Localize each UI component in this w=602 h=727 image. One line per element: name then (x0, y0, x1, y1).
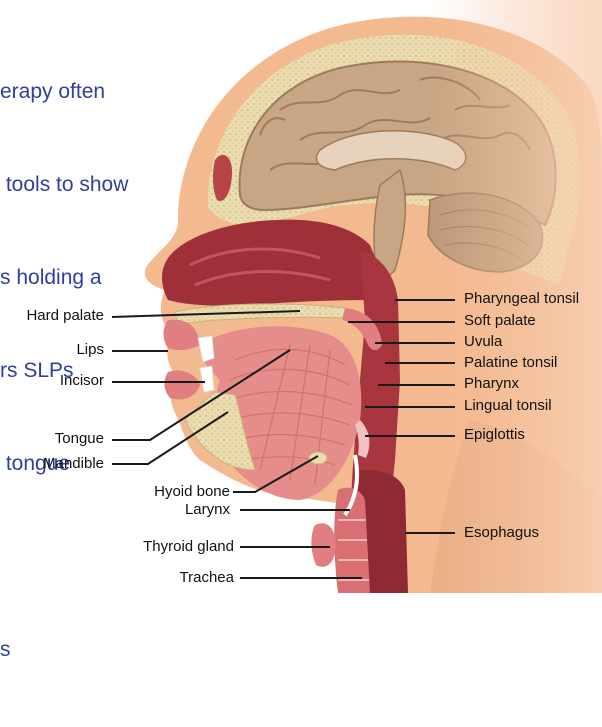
label-hard-palate: Hard palate (0, 307, 104, 325)
bg-text-line: s (0, 634, 200, 665)
label-trachea: Trachea (100, 569, 234, 587)
hyoid-bone (309, 452, 327, 464)
label-thyroid-gland: Thyroid gland (100, 538, 234, 556)
label-uvula: Uvula (464, 333, 502, 351)
label-hyoid-bone: Hyoid bone (100, 483, 230, 501)
label-soft-palate: Soft palate (464, 312, 536, 330)
anatomy-diagram: erapy often tools to show s holding a rs… (0, 0, 602, 593)
label-palatine-tonsil: Palatine tonsil (464, 354, 557, 372)
label-lips: Lips (0, 341, 104, 359)
label-pharynx: Pharynx (464, 375, 519, 393)
label-incisor: Incisor (0, 372, 104, 390)
label-esophagus: Esophagus (464, 524, 539, 542)
label-tongue: Tongue (0, 430, 104, 448)
label-mandible: Mandible (0, 455, 104, 473)
label-pharyngeal-tonsil: Pharyngeal tonsil (464, 290, 579, 308)
label-epiglottis: Epiglottis (464, 426, 525, 444)
label-larynx: Larynx (100, 501, 230, 519)
thyroid-gland (311, 523, 336, 567)
label-lingual-tonsil: Lingual tonsil (464, 397, 552, 415)
